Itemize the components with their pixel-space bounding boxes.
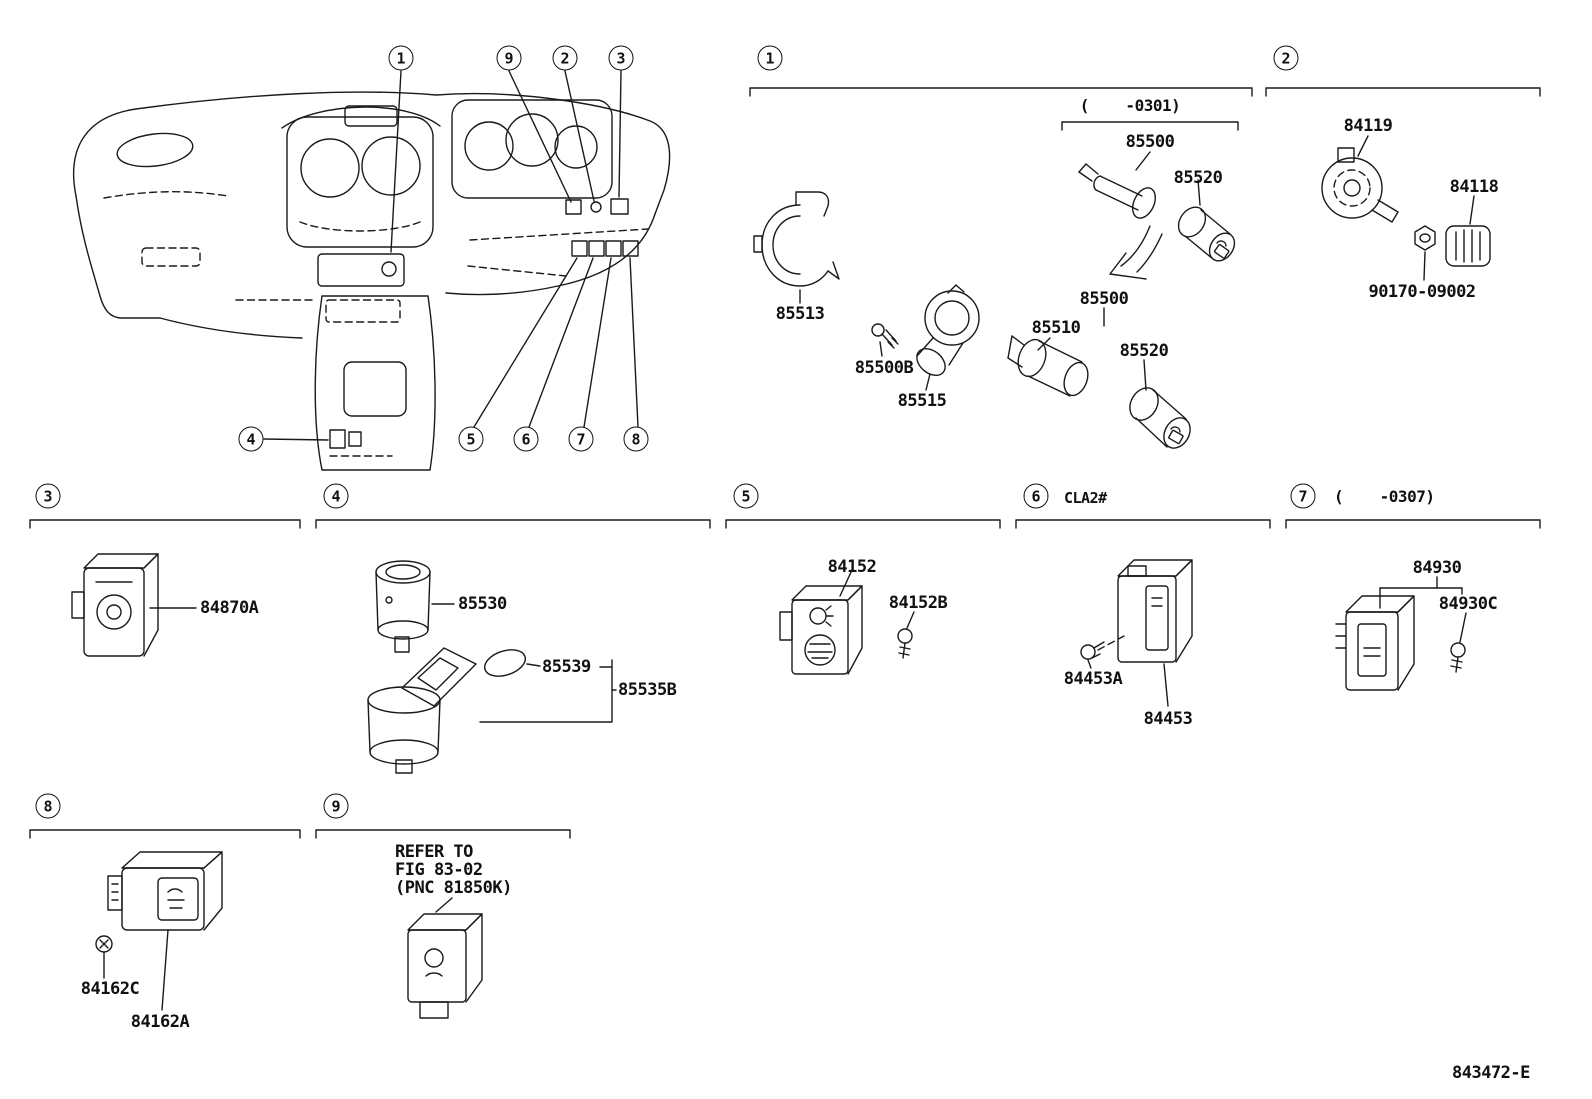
part-label-90170-09002: 90170-09002 [1368, 282, 1476, 302]
part-label-85520-bottom: 85520 [1119, 341, 1169, 361]
part-84119-drawing [1321, 147, 1399, 223]
part-label-84162C: 84162C [80, 979, 140, 999]
callout-1: 1 [388, 45, 414, 71]
part-84453-drawing [1097, 559, 1193, 663]
part-85510-drawing [1007, 335, 1089, 397]
part-label-84118: 84118 [1449, 177, 1499, 197]
part-label-84119: 84119 [1343, 116, 1393, 136]
part-label-84152: 84152 [827, 557, 877, 577]
model-note-cla2: CLA2# [1064, 489, 1107, 507]
part-85530-drawing [375, 560, 455, 653]
callout-5: 5 [458, 426, 484, 452]
down-left-arrow-icon [1109, 225, 1163, 280]
section-5-badge: 5 [733, 483, 759, 509]
section7-leader-lines [1379, 576, 1467, 643]
part-label-84152B: 84152B [888, 593, 948, 613]
part-section9-switch-drawing [407, 897, 483, 1019]
section1-leader-lines [799, 151, 1201, 391]
refer-note-line3: (PNC 81850K) [395, 878, 512, 898]
part-84870A-drawing [71, 553, 197, 657]
part-85500-top-drawing [1078, 163, 1157, 219]
part-84152-drawing [779, 585, 863, 675]
range-note-0301: ( -0301) [1079, 96, 1181, 115]
part-label-84453A: 84453A [1063, 669, 1123, 689]
section-1-badge: 1 [757, 45, 783, 71]
section8-leader-lines [103, 929, 169, 1011]
dashboard-drawing [72, 91, 671, 471]
part-label-84870A: 84870A [200, 598, 259, 618]
range-note-0307: ( -0307) [1334, 487, 1435, 506]
part-label-85530: 85530 [458, 594, 507, 614]
dashboard-callout-leaders [263, 70, 639, 441]
part-label-84162A: 84162A [130, 1012, 190, 1032]
callout-8: 8 [623, 426, 649, 452]
section-4-badge: 4 [323, 483, 349, 509]
callout-9: 9 [496, 45, 522, 71]
figure-code: 843472-E [1452, 1063, 1530, 1083]
callout-4: 4 [238, 426, 264, 452]
part-85520-bottom-drawing [1129, 387, 1191, 449]
section-7-badge: 7 [1290, 483, 1316, 509]
section-8-badge: 8 [35, 793, 61, 819]
section4-leader-lines [479, 659, 617, 723]
part-label-84453: 84453 [1143, 709, 1193, 729]
part-85539-drawing [483, 649, 527, 677]
callout-2: 2 [552, 45, 578, 71]
callout-3: 3 [608, 45, 634, 71]
part-84162A-drawing [107, 851, 223, 931]
part-84930-drawing [1335, 595, 1415, 691]
part-84930C-drawing [1450, 642, 1466, 673]
part-84118-drawing [1445, 225, 1491, 267]
refer-note-line2: FIG 83-02 [395, 860, 483, 880]
section2-leader-lines [1357, 135, 1475, 281]
part-84162C-drawing [95, 935, 113, 953]
part-85535B-drawing [367, 647, 477, 774]
callout-6: 6 [513, 426, 539, 452]
part-85515-drawing [916, 284, 980, 376]
callout-7: 7 [568, 426, 594, 452]
section5-leader-lines [839, 569, 915, 629]
refer-note-line1: REFER TO [395, 842, 473, 862]
part-85513-drawing [753, 191, 840, 287]
part-label-85513: 85513 [775, 304, 825, 324]
section6-leader-lines [1087, 659, 1169, 707]
part-84152B-drawing [897, 628, 913, 659]
part-label-85539: 85539 [542, 657, 591, 677]
part-label-84930C: 84930C [1438, 594, 1498, 614]
part-85520-top-drawing [1177, 206, 1236, 262]
part-85500B-drawing [871, 323, 899, 349]
part-84453A-drawing [1080, 641, 1105, 660]
part-label-84930: 84930 [1412, 558, 1462, 578]
part-label-85500-bottom: 85500 [1079, 289, 1129, 309]
part-label-85520-top: 85520 [1173, 168, 1223, 188]
part-label-85510: 85510 [1031, 318, 1081, 338]
section-9-badge: 9 [323, 793, 349, 819]
part-label-85500B: 85500B [854, 358, 914, 378]
section-3-badge: 3 [35, 483, 61, 509]
part-label-85535B: 85535B [618, 680, 677, 700]
part-label-85515: 85515 [897, 391, 947, 411]
section-6-badge: 6 [1023, 483, 1049, 509]
part-label-85500-top: 85500 [1125, 132, 1175, 152]
part-90170-nut-drawing [1414, 225, 1436, 251]
section-brackets [29, 87, 1541, 839]
section-2-badge: 2 [1273, 45, 1299, 71]
